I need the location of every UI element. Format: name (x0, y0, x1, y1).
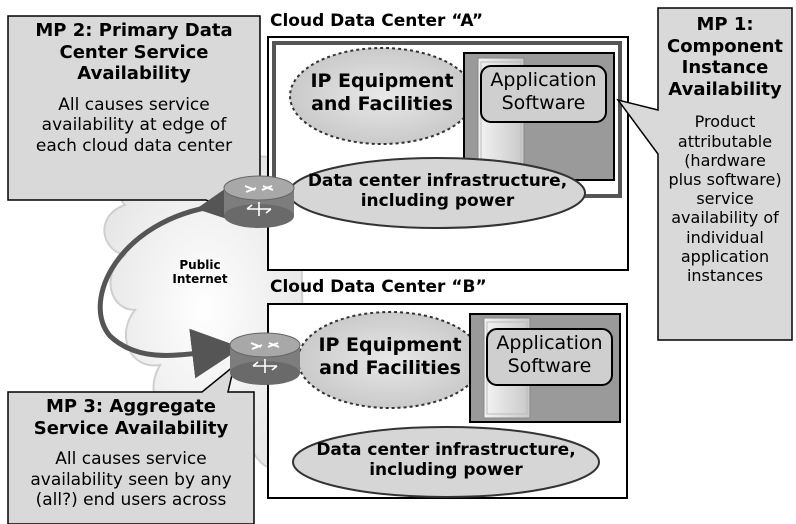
dc-a-title: Cloud Data Center “A” (270, 11, 484, 31)
mp3-body: All causes service availability seen by … (8, 449, 254, 510)
mp1-body-line-5: service (696, 189, 754, 209)
dc-b-app-line-1: Application (496, 332, 603, 354)
dc-b-infra-oval (292, 426, 600, 498)
mp2-text: MP 2: Primary Data Center Service Availa… (8, 20, 260, 156)
mp1-title-line-1: MP 1: (696, 14, 754, 35)
internet-line-1: Public (179, 258, 221, 272)
mp2-title: MP 2: Primary Data Center Service Availa… (8, 20, 260, 85)
mp1-body-line-9: instances (686, 265, 764, 285)
mp2-body-line-1: All causes service (58, 94, 210, 115)
mp3-text: MP 3: Aggregate Service Availability All… (8, 396, 254, 510)
dc-a-app-box (480, 65, 607, 123)
mp2-body: All causes service availability at edge … (8, 95, 260, 156)
mp2-body-line-2: availability at edge of (41, 115, 227, 136)
mp1-body-line-4: plus software) (668, 169, 782, 189)
mp3-body-line-2: availability seen by any (30, 469, 232, 490)
dc-b-infra-line-2: including power (369, 460, 523, 481)
dc-a-infra-line-1: Data center infrastructure, (307, 171, 568, 191)
dc-b-app-line-2: Software (507, 354, 592, 377)
dc-a-app-line-1: Application (490, 69, 597, 91)
mp1-body-line-3: (hardware (684, 150, 766, 170)
mp2-title-line-2: Center Service (59, 41, 209, 63)
dc-b-ip-line-1: IP Equipment (318, 334, 462, 356)
dc-b-ip-line-2: and Facilities (319, 356, 461, 379)
dc-a-app-label: Application Software (481, 69, 606, 115)
dc-b-title: Cloud Data Center “B” (270, 277, 487, 297)
mp1-title-line-3: Instance (681, 57, 769, 79)
mp1-body-line-1: Product (694, 112, 756, 132)
mp1-body-line-8: application (680, 246, 770, 266)
mp1-title-line-2: Component (666, 35, 784, 57)
internet-line-2: Internet (172, 272, 228, 287)
dc-b-infra-label: Data center infrastructure, including po… (300, 440, 592, 481)
mp1-body-line-6: availability of (671, 208, 779, 228)
dc-a-infra-line-2: including power (360, 191, 515, 212)
dc-b-app-label: Application Software (487, 332, 612, 378)
mp3-body-line-3: (all?) end users across (35, 489, 227, 510)
mp3-callout (7, 364, 255, 524)
mp1-title: MP 1: Component Instance Availability (658, 14, 792, 100)
internet-label: Public Internet (160, 258, 240, 287)
dc-b-ip-label: IP Equipment and Facilities (302, 334, 478, 380)
router-icon (229, 332, 301, 385)
mp1-text: MP 1: Component Instance Availability Pr… (658, 14, 792, 285)
mp3-body-line-1: All causes service (55, 449, 207, 470)
mp2-title-line-3: Availability (77, 63, 191, 85)
mp3-title-line-1: MP 3: Aggregate (46, 396, 216, 417)
mp3-title: MP 3: Aggregate Service Availability (8, 396, 254, 439)
aggregate-arrow (97, 176, 250, 379)
router-icon (223, 175, 295, 228)
mp1-title-line-4: Availability (668, 78, 782, 100)
mp1-body-line-7: individual (686, 227, 764, 247)
mp2-body-line-3: each cloud data center (35, 135, 233, 156)
mp3-title-line-2: Service Availability (33, 417, 229, 439)
mp2-title-line-1: MP 2: Primary Data (35, 20, 233, 41)
dc-a-ip-label: IP Equipment and Facilities (294, 70, 470, 116)
dc-a-infra-label: Data center infrastructure, including po… (295, 171, 580, 212)
dc-b-app-box (486, 328, 613, 386)
dc-a-app-line-2: Software (501, 91, 586, 114)
dc-a-ip-line-2: and Facilities (311, 92, 453, 115)
mp1-body-line-2: attributable (677, 131, 773, 151)
mp1-body: Product attributable (hardware plus soft… (658, 112, 792, 285)
dc-b-infra-line-1: Data center infrastructure, (316, 440, 576, 460)
mp1-callout (616, 7, 793, 341)
dc-a-ip-line-1: IP Equipment (310, 70, 454, 92)
